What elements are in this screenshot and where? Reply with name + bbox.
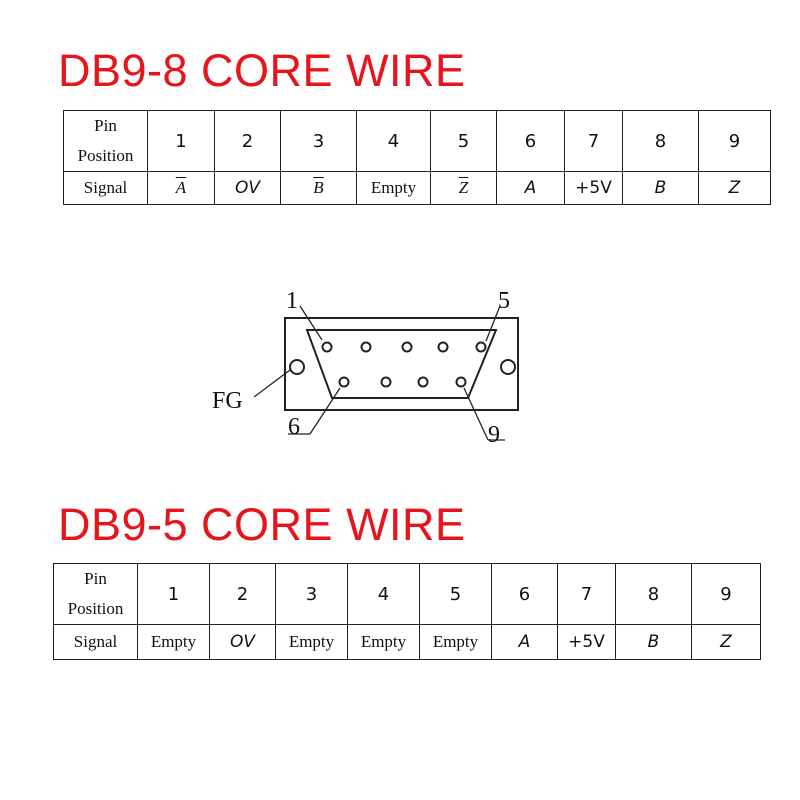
pin-8-hole bbox=[417, 376, 429, 388]
connector-shell bbox=[284, 317, 519, 411]
pin-number: 7 bbox=[557, 563, 616, 625]
pin-number: 6 bbox=[491, 563, 558, 625]
signal-cell: Empty bbox=[419, 624, 492, 660]
signal-header: Signal bbox=[53, 624, 138, 660]
db9-8-core-wire-title: DB9-8 CORE WIRE bbox=[58, 45, 466, 96]
signal-value-inverted: B bbox=[313, 178, 324, 197]
signal-value-inverted: A bbox=[175, 178, 187, 197]
signal-cell: A bbox=[491, 624, 558, 660]
pin-5-hole bbox=[475, 341, 487, 353]
pin-number: 5 bbox=[430, 110, 497, 172]
signal-cell: Empty bbox=[137, 624, 210, 660]
signal-cell: B bbox=[622, 171, 699, 205]
signal-cell: Z bbox=[691, 624, 761, 660]
pin-2-hole bbox=[360, 341, 372, 353]
db9-connector-diagram: 1 5 6 9 FG bbox=[212, 288, 519, 448]
pin-4-hole bbox=[437, 341, 449, 353]
pin-1-hole bbox=[321, 341, 333, 353]
fg-leader bbox=[253, 369, 291, 398]
signal-cell: Empty bbox=[356, 171, 431, 205]
pin-6-leader bbox=[309, 387, 341, 435]
connector-d-outline bbox=[305, 329, 498, 399]
pin-number: 8 bbox=[622, 110, 699, 172]
signal-header: Signal bbox=[63, 171, 148, 205]
signal-cell: OV bbox=[214, 171, 281, 205]
db9-5-core-wire-title: DB9-5 CORE WIRE bbox=[58, 499, 466, 550]
signal-cell: A bbox=[496, 171, 565, 205]
signal-value-inverted: Z bbox=[458, 178, 469, 197]
signal-cell: Empty bbox=[275, 624, 348, 660]
pin-number: 6 bbox=[496, 110, 565, 172]
pin-number: 7 bbox=[564, 110, 623, 172]
pin-5-leader bbox=[485, 305, 501, 342]
signal-cell: B bbox=[615, 624, 692, 660]
pin-position-row: Pin Position 1 2 3 4 5 6 7 8 9 bbox=[63, 110, 771, 172]
pin-position-header: Pin Position bbox=[53, 563, 138, 625]
pin-6-label: 6 bbox=[288, 414, 300, 440]
pin-number: 1 bbox=[147, 110, 215, 172]
signal-cell: Empty bbox=[347, 624, 420, 660]
pin-9-label: 9 bbox=[488, 422, 500, 448]
mounting-hole-right bbox=[500, 359, 516, 375]
signal-cell: Z bbox=[698, 171, 771, 205]
pin-1-leader bbox=[299, 305, 323, 341]
signal-cell: +5V bbox=[564, 171, 623, 205]
signal-cell: +5V bbox=[557, 624, 616, 660]
pin-9-hole bbox=[455, 376, 467, 388]
pin-position-row: Pin Position 1 2 3 4 5 6 7 8 9 bbox=[53, 563, 761, 625]
signal-cell: B bbox=[280, 171, 357, 205]
signal-row: Signal Empty OV Empty Empty Empty A +5V … bbox=[53, 624, 761, 660]
pin-header-line1: Pin bbox=[84, 569, 107, 588]
fg-label: FG bbox=[212, 388, 243, 414]
pin-header-line1: Pin bbox=[94, 116, 117, 135]
pin-1-label: 1 bbox=[286, 288, 298, 314]
pin-5-label: 5 bbox=[498, 288, 510, 314]
db9-5-pin-table: Pin Position 1 2 3 4 5 6 7 8 9 Signal Em… bbox=[53, 563, 761, 660]
pin-header-line2: Position bbox=[77, 146, 134, 165]
pin-number: 3 bbox=[275, 563, 348, 625]
pin-number: 4 bbox=[356, 110, 431, 172]
db9-8-pin-table: Pin Position 1 2 3 4 5 6 7 8 9 Signal A … bbox=[63, 110, 771, 205]
signal-cell: Z bbox=[430, 171, 497, 205]
pin-number: 8 bbox=[615, 563, 692, 625]
signal-row: Signal A OV B Empty Z A +5V B Z bbox=[63, 171, 771, 205]
pin-number: 5 bbox=[419, 563, 492, 625]
pin-6-hole bbox=[338, 376, 350, 388]
pin-position-header: Pin Position bbox=[63, 110, 148, 172]
mounting-hole-left bbox=[289, 359, 305, 375]
pin-number: 9 bbox=[698, 110, 771, 172]
pin-3-hole bbox=[401, 341, 413, 353]
pin-number: 3 bbox=[280, 110, 357, 172]
pin-7-hole bbox=[380, 376, 392, 388]
pin-number: 2 bbox=[209, 563, 276, 625]
pin-number: 9 bbox=[691, 563, 761, 625]
pin-number: 1 bbox=[137, 563, 210, 625]
signal-cell: OV bbox=[209, 624, 276, 660]
signal-cell: A bbox=[147, 171, 215, 205]
pin-9-leader bbox=[463, 387, 489, 441]
pin-number: 4 bbox=[347, 563, 420, 625]
pin-number: 2 bbox=[214, 110, 281, 172]
pin-header-line2: Position bbox=[67, 599, 124, 618]
